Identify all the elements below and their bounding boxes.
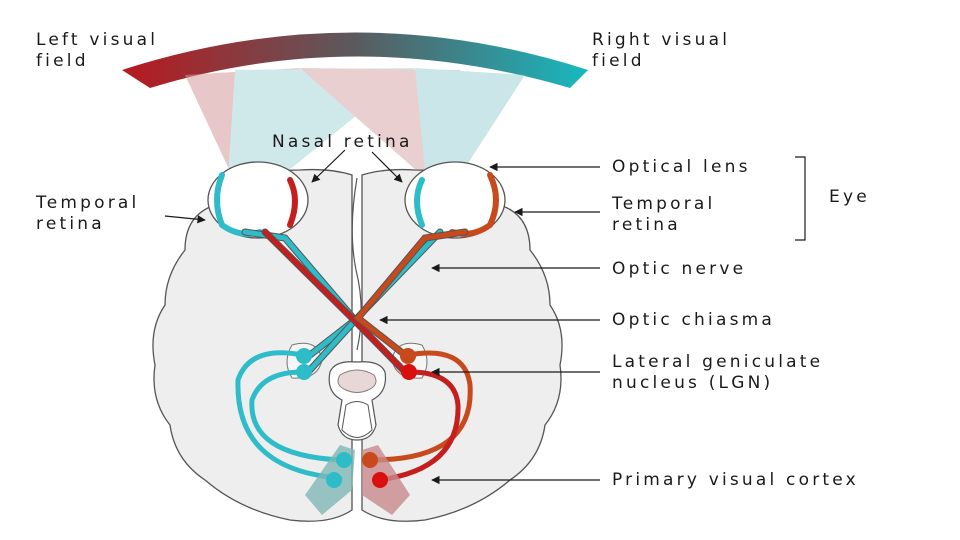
orange-radiation xyxy=(369,350,473,463)
lgn-nuclei xyxy=(296,348,417,488)
cortex-right-top xyxy=(362,452,378,468)
brain xyxy=(152,168,563,522)
cortex-left-top xyxy=(336,452,352,468)
visual-field-arc xyxy=(122,32,588,88)
label-nasal-retina: Nasal retina xyxy=(272,132,413,152)
label-arrows xyxy=(164,149,806,485)
cortex-left-bottom xyxy=(326,472,342,488)
lower-stem xyxy=(341,401,373,438)
label-optical-lens: Optical lens xyxy=(612,157,751,177)
teal-radiation-inner xyxy=(249,369,343,463)
arrow-nasal-left xyxy=(311,149,346,183)
label-optic-nerve: Optic nerve xyxy=(612,259,747,279)
right-eye xyxy=(404,161,506,239)
arrow-nasal-right xyxy=(371,151,403,183)
lgn-left-top xyxy=(296,348,312,364)
lgn-right-bottom xyxy=(401,364,417,380)
label-primary-visual-cortex: Primary visual cortex xyxy=(612,470,859,490)
cortex-right-bottom xyxy=(372,472,388,488)
midbrain xyxy=(337,369,377,393)
teal-radiation-outer xyxy=(235,350,343,481)
optic-pathways xyxy=(235,228,473,483)
lgn-left-bottom xyxy=(296,364,312,380)
label-optic-chiasma: Optic chiasma xyxy=(612,310,776,330)
arrow-temporal-left xyxy=(164,215,206,224)
eye-bracket xyxy=(795,156,806,241)
lgn-right-top xyxy=(400,348,416,364)
label-eye: Eye xyxy=(829,187,870,207)
left-eye xyxy=(207,161,309,239)
